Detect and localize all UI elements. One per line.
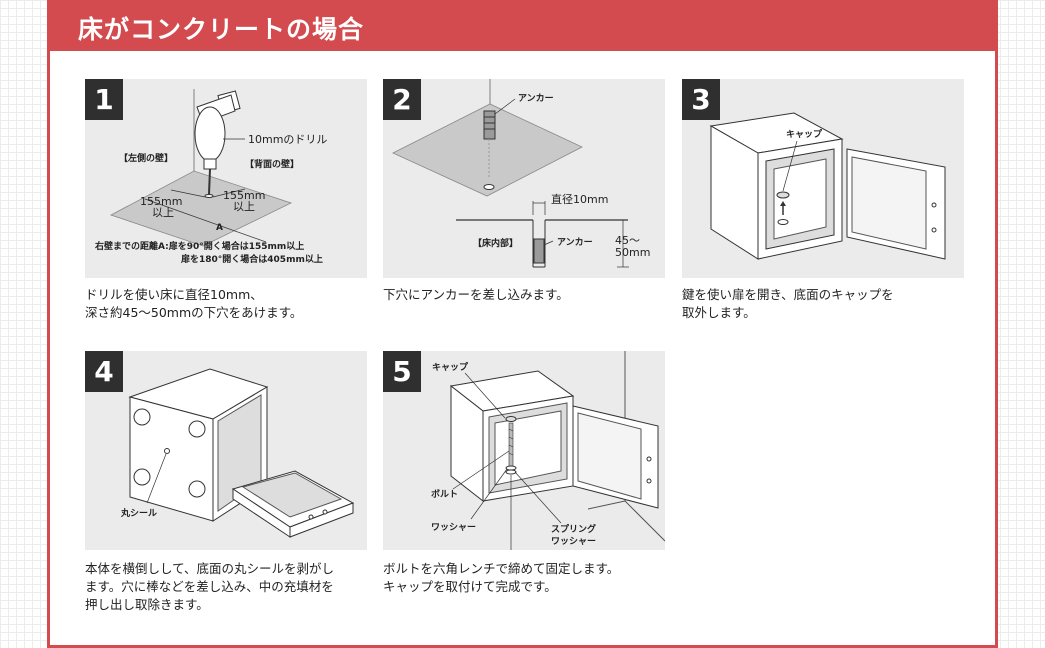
spring-washer-label-2: ワッシャー [551,536,596,547]
round-seal-label: 丸シール [120,507,157,519]
floor-inside-label: 【床内部】 [473,237,518,249]
step-3-caption: 鍵を使い扉を開き、底面のキャップを 取外します。 [682,287,894,320]
bottom-border [50,645,995,648]
drill-label: 10mmのドリル [248,133,327,146]
washer-label: ワッシャー [431,522,476,533]
anchor-bottom-label: アンカー [557,237,593,248]
bolt-label: ボルト [431,488,458,500]
back-distance-label: 155mm [223,189,265,202]
step-number: 2 [383,79,421,120]
step-number: 5 [383,351,421,392]
diameter-label: 直径10mm [551,192,608,206]
back-wall-label: 【背面の壁】 [245,158,299,170]
anchor-diagram: アンカー 直径10mm 【床内部】 アンカー 45〜 50mm [392,79,650,268]
step-4-caption: 本体を横倒しして、底面の丸シールを剥がし ます。穴に棒などを差し込み、中の充填材… [85,561,335,612]
step-3-illustration: キャップ 3 [682,79,964,278]
step-number: 4 [85,351,123,392]
anchor-top-label: アンカー [518,93,554,104]
step-5-illustration: キャップ ボルト ワッシャー スプリング ワッシャー 5 [383,351,665,550]
depth-label: 45〜 [615,234,640,247]
step-5-caption: ボルトを六角レンチで締めて固定します。 キャップを取付けて完成です。 [383,561,620,594]
step-1-caption: ドリルを使い床に直径10mm、 深さ約45〜50mmの下穴をあけます。 [85,287,303,320]
right-wall-note-1: 右壁までの距離A:扉を90°開く場合は155mm以上 [94,240,304,252]
cap-label: キャップ [786,128,823,140]
step-number: 1 [85,79,123,120]
depth-label-2: 50mm [615,246,650,259]
step-2-illustration: アンカー 直径10mm 【床内部】 アンカー 45〜 50mm [383,79,665,278]
back-distance-label-2: 以上 [233,200,255,213]
cap-label: キャップ [432,361,469,373]
spring-washer-label: スプリング [551,523,596,535]
step-4-illustration: 丸シール 4 [85,351,367,550]
section-title: 床がコンクリートの場合 [78,15,365,44]
drill-floor-diagram: 10mmのドリル 【左側の壁】 【背面の壁】 155mm 以上 155mm 以上… [94,89,327,265]
left-distance-label-2: 以上 [152,206,174,219]
step-number: 3 [682,79,720,120]
bolt-install-diagram: キャップ ボルト ワッシャー スプリング ワッシャー [431,351,665,550]
left-wall-label: 【左側の壁】 [119,152,173,164]
distance-a-label: A [216,223,223,233]
section-header: 床がコンクリートの場合 [50,0,995,51]
right-wall-note-2: 扉を180°開く場合は405mm以上 [180,253,323,265]
left-distance-label: 155mm [140,195,182,208]
safe-side-diagram: 丸シール [120,368,355,538]
safe-open-diagram: キャップ [709,112,946,260]
instruction-frame: 床がコンクリートの場合 10mmのドリル 【左側の壁】 【背面の壁】 [47,0,998,648]
step-2-caption: 下穴にアンカーを差し込みます。 [383,287,569,302]
step-1-illustration: 10mmのドリル 【左側の壁】 【背面の壁】 155mm 以上 155mm 以上… [85,79,367,278]
